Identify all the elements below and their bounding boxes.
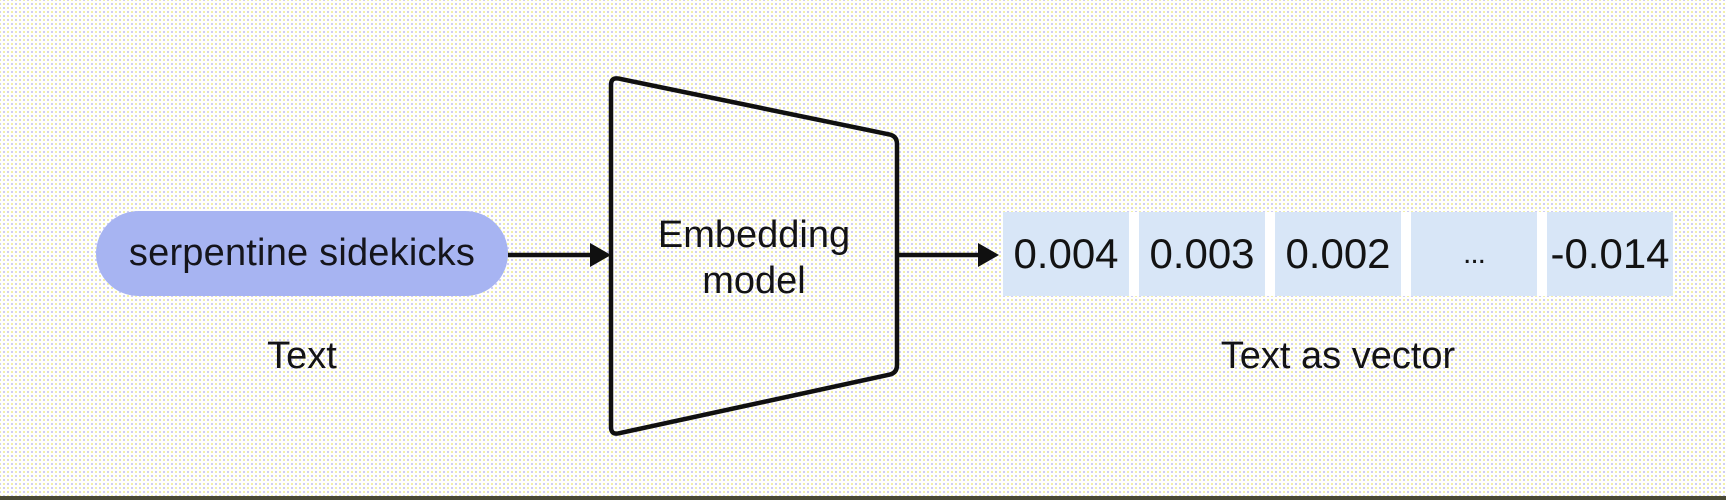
vector-cell: 0.003 [1139, 212, 1265, 296]
embedding-model-label: Embedding model [611, 212, 897, 304]
vector-cell: 0.002 [1275, 212, 1401, 296]
vector-cell: 0.004 [1003, 212, 1129, 296]
arrow-input-to-model [508, 243, 611, 267]
arrowhead-icon [978, 243, 999, 267]
output-caption: Text as vector [1003, 337, 1673, 375]
model-label-line2: model [702, 260, 806, 302]
vector-cell: -0.014 [1547, 212, 1673, 296]
vector-row: 0.004 0.003 0.002 ... -0.014 [1003, 212, 1673, 296]
model-label-line1: Embedding [657, 214, 851, 256]
bottom-border-line [0, 496, 1726, 500]
input-caption: Text [96, 337, 508, 375]
input-caption-label: Text [267, 335, 337, 377]
input-text-pill: serpentine sidekicks [96, 211, 508, 296]
embedding-model-trapezoid [608, 76, 900, 436]
arrow-model-to-output [897, 243, 999, 267]
arrowhead-icon [590, 243, 611, 267]
input-text: serpentine sidekicks [128, 232, 476, 274]
vector-cell-ellipsis: ... [1411, 212, 1537, 296]
output-caption-label: Text as vector [1220, 335, 1456, 377]
